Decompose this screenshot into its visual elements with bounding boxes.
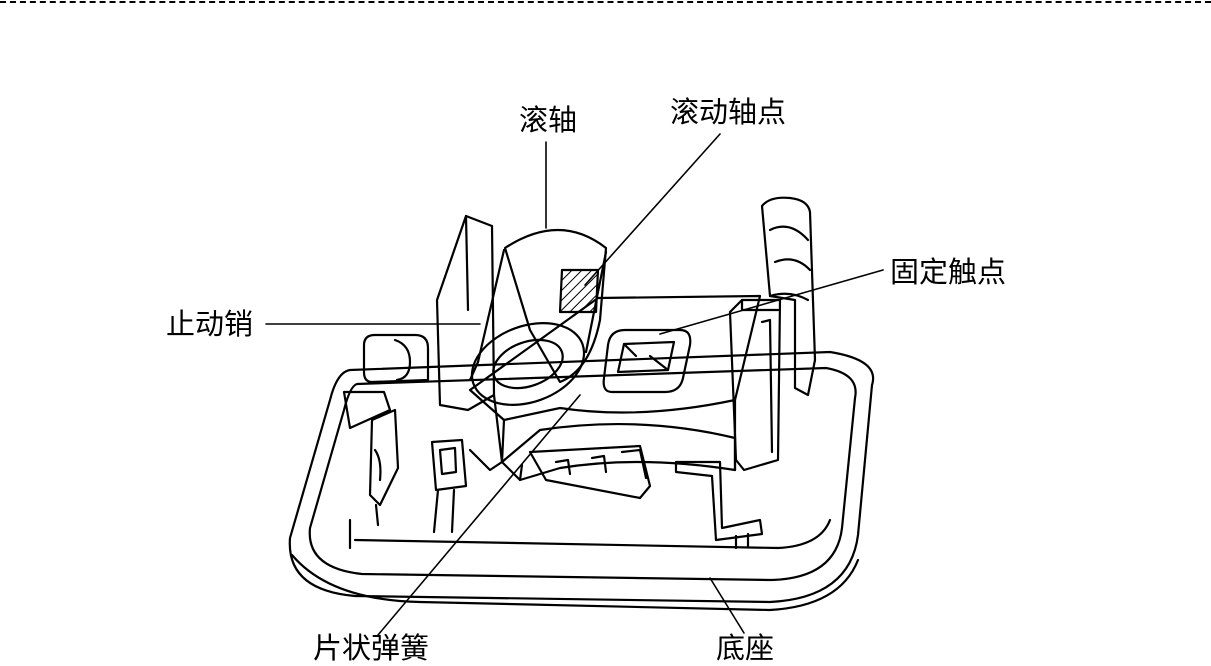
- top-dashed-border: [0, 1, 1211, 3]
- leader-leaf-spring: [377, 394, 581, 636]
- left-terminals: [368, 408, 468, 534]
- label-roller: 滚轴: [519, 103, 578, 137]
- label-stop-pin: 止动销: [166, 307, 254, 341]
- fixed-contact-window: [602, 328, 692, 394]
- left-upright: [435, 214, 504, 472]
- stop-pin: [342, 333, 430, 430]
- label-base: 底座: [716, 631, 775, 665]
- label-fixed-contact: 固定触点: [890, 255, 1007, 289]
- label-roller-pivot: 滚动轴点: [670, 95, 787, 129]
- leader-lines: [265, 133, 884, 636]
- label-leaf-spring: 片状弹簧: [313, 631, 430, 665]
- roller: [468, 229, 608, 406]
- leader-roller-pivot: [584, 133, 721, 286]
- right-terminal: [674, 460, 764, 550]
- leaf-spring-lower: [528, 444, 652, 500]
- right-upright: [728, 196, 817, 472]
- leader-base: [709, 577, 745, 634]
- leader-fixed-contact: [659, 269, 884, 335]
- base-tray: [288, 350, 875, 612]
